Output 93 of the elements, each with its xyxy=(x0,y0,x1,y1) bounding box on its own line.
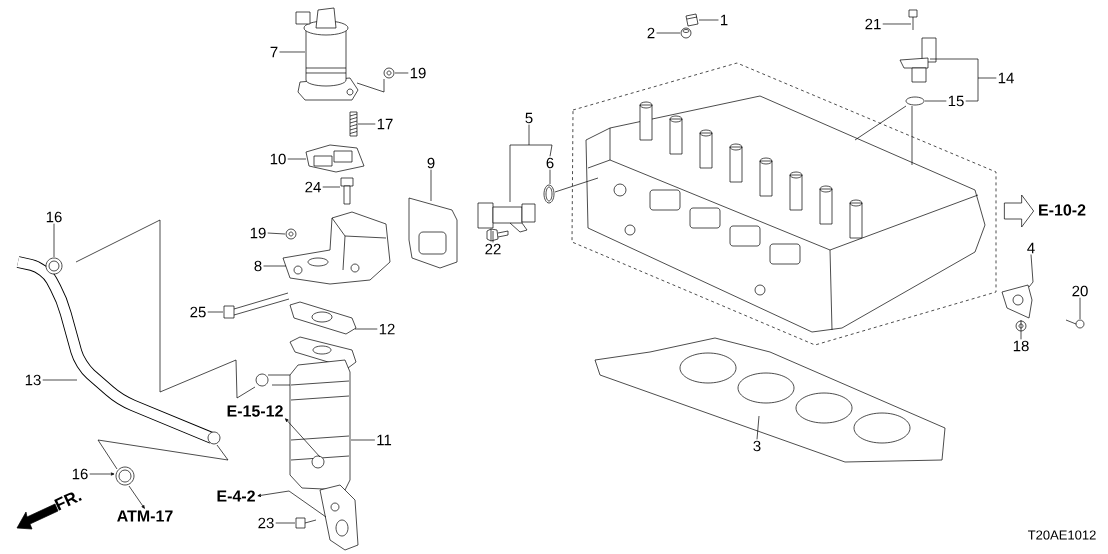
leader-line xyxy=(53,223,55,258)
gasket-drawing xyxy=(1001,284,1033,319)
egr-valve-drawing xyxy=(295,7,359,101)
leader-line xyxy=(350,439,376,441)
o-ring-drawing xyxy=(905,96,925,106)
leader-line xyxy=(394,72,409,74)
callout-number: 8 xyxy=(254,260,262,272)
leader-line xyxy=(285,418,321,458)
callout-number: 14 xyxy=(998,72,1014,84)
callout-number: 19 xyxy=(410,67,426,79)
leader-line xyxy=(430,169,432,202)
callout-number: 5 xyxy=(525,112,533,124)
hose-clamp-drawing xyxy=(45,257,63,275)
leader-line xyxy=(322,186,341,188)
bolt-drawing xyxy=(908,9,918,31)
callout-number: 12 xyxy=(379,323,395,335)
sensor-drawing xyxy=(899,37,937,83)
callout-number: 16 xyxy=(46,211,62,223)
block-arrow xyxy=(1004,194,1034,228)
callout-number: 16 xyxy=(72,468,88,480)
callout-number: 17 xyxy=(377,118,393,130)
bolt-drawing xyxy=(486,228,509,242)
leader-line xyxy=(42,379,78,381)
leader-line xyxy=(1020,319,1022,340)
leader-line xyxy=(354,328,378,330)
leader-line xyxy=(656,32,681,34)
hose-clamp-drawing xyxy=(115,466,135,486)
reference-label: ATM-17 xyxy=(117,510,173,522)
guide-line xyxy=(356,78,385,93)
leader-line xyxy=(549,169,551,185)
o-ring-drawing xyxy=(543,184,555,204)
leader-line xyxy=(89,472,115,476)
leader-line xyxy=(263,265,287,267)
cap-drawing xyxy=(680,27,692,39)
leader-line xyxy=(207,311,224,313)
leader-line xyxy=(267,232,286,235)
leader-line xyxy=(279,51,306,53)
leader-line xyxy=(882,23,912,25)
callout-number: 22 xyxy=(485,243,501,255)
bolt-drawing xyxy=(340,177,354,205)
leader-line xyxy=(756,415,760,440)
callout-number: 20 xyxy=(1072,285,1088,297)
hose-drawing xyxy=(16,256,221,445)
callout-number: 2 xyxy=(647,27,655,39)
nut-drawing xyxy=(1015,320,1027,332)
solenoid-valve-drawing xyxy=(477,202,536,233)
leader-line xyxy=(128,485,145,509)
leader-line xyxy=(357,123,376,125)
gasket-drawing xyxy=(408,197,458,269)
nut-drawing xyxy=(285,228,297,240)
callout-number: 19 xyxy=(250,227,266,239)
callout-number: 15 xyxy=(948,95,964,107)
reference-label: E-10-2 xyxy=(1039,204,1086,216)
callout-number: 6 xyxy=(546,157,554,169)
bolt-drawing xyxy=(223,292,290,319)
callout-number: 4 xyxy=(1027,242,1035,254)
callout-number: 21 xyxy=(865,18,881,30)
leader-line xyxy=(924,100,947,102)
stud-drawing xyxy=(349,111,358,137)
head-gasket-drawing xyxy=(594,337,946,463)
gasket-drawing xyxy=(305,144,365,173)
bolt-drawing xyxy=(1065,319,1085,329)
callout-number: 1 xyxy=(721,14,728,26)
guide-line xyxy=(911,105,913,166)
cylinder-head-drawing xyxy=(585,95,986,333)
leader-line xyxy=(698,19,719,21)
guide-line xyxy=(554,177,599,193)
leader-line xyxy=(509,124,553,203)
guide-line xyxy=(854,105,907,141)
callout-number: 18 xyxy=(1013,340,1029,352)
callout-number: 10 xyxy=(270,153,286,165)
nut-drawing xyxy=(383,67,395,79)
leader-line xyxy=(275,522,296,524)
reference-label: E-4-2 xyxy=(217,490,255,502)
callout-number: 9 xyxy=(427,157,435,169)
callout-number: 7 xyxy=(270,46,278,58)
cap-drawing xyxy=(685,13,699,27)
gasket-drawing xyxy=(289,301,357,335)
callout-number: 24 xyxy=(305,181,321,193)
guide-line xyxy=(75,219,256,399)
reference-label: E-15-12 xyxy=(227,405,283,417)
leader-line xyxy=(1079,297,1081,320)
bracket-drawing xyxy=(282,211,391,285)
drawing-code: T20AE1012 xyxy=(1028,530,1096,540)
callout-number: 11 xyxy=(377,434,392,446)
direction-label: FR. xyxy=(54,492,82,511)
callout-number: 3 xyxy=(753,440,761,452)
leader-line xyxy=(257,490,327,518)
leader-line xyxy=(492,230,494,243)
leader-line xyxy=(287,158,307,160)
guide-line xyxy=(97,439,229,470)
leader-line xyxy=(1028,254,1034,288)
leader-line xyxy=(929,58,997,102)
